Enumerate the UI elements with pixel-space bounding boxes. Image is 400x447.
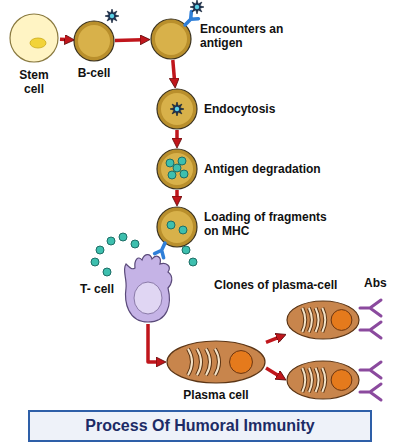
antibody: [360, 384, 381, 400]
antigen: [170, 102, 184, 116]
antigen-fragment: [96, 246, 104, 254]
antigen-fragment: [168, 171, 176, 179]
b-cell: B-cell: [73, 20, 115, 62]
antibody: [360, 362, 381, 378]
antigen-core: [195, 5, 199, 9]
nucleus: [30, 38, 46, 48]
antigen-fragment: [131, 240, 139, 248]
antigen-fragment: [182, 246, 190, 254]
antigen-fragment: [167, 221, 175, 229]
cell-shape: [156, 148, 198, 190]
b-cell: Encounters an antigen: [150, 18, 192, 60]
arrow-connector: [173, 60, 175, 80]
cell-membrane: [74, 21, 114, 61]
cell-shape: [166, 340, 266, 384]
er-outline: [188, 349, 219, 375]
cell-shape: [156, 206, 198, 248]
nucleus: [134, 282, 162, 314]
antibody: [360, 322, 381, 338]
antigen-fragment: [179, 226, 187, 234]
nucleus: [331, 310, 352, 331]
cell-body: [78, 25, 110, 57]
antigen-fragment: [189, 258, 197, 266]
b-cell-receptor: [181, 12, 198, 29]
antibody-label: Abs: [364, 276, 387, 290]
clone-plasma-cell: [287, 361, 359, 399]
cell-label: Plasma cell: [166, 388, 266, 402]
antigen-fragment: [107, 237, 115, 245]
title-bar: Process Of Humoral Immunity: [28, 410, 372, 442]
cell-body: [161, 93, 193, 125]
cell-membrane: [157, 89, 197, 129]
cell-shape: [8, 12, 60, 64]
antigen-fragment: [166, 159, 174, 167]
antigen-fragment: [178, 157, 186, 165]
er-membrane: [302, 368, 325, 392]
antigen-fragment: [103, 268, 111, 276]
plasma-cell: Plasma cell: [166, 340, 266, 384]
diagram-title: Process Of Humoral Immunity: [85, 417, 314, 435]
plasma-cell: Clones of plasma-cell: [286, 300, 360, 340]
arrow-connector: [175, 130, 179, 140]
cell-body: [287, 301, 359, 339]
t-cell: T- cell: [118, 252, 178, 324]
cell-shape: [156, 88, 198, 130]
cell-body: [161, 211, 193, 243]
receptor-arm: [181, 12, 198, 29]
antigen-fragment: [180, 170, 188, 178]
cell-body: [167, 341, 265, 383]
cell-label: T- cell: [60, 282, 114, 296]
nucleus: [331, 370, 352, 391]
cell-label: Loading of fragments on MHC: [204, 210, 344, 238]
cell-label: Clones of plasma-cell: [214, 278, 364, 292]
antigen-core: [175, 107, 179, 111]
antibody: [360, 300, 381, 316]
antigen-core: [110, 14, 114, 18]
cell-membrane: [157, 207, 197, 247]
cell-label: Antigen degradation: [204, 162, 384, 176]
arrow-connector: [115, 38, 142, 42]
arrow-connector: [60, 38, 67, 42]
antigen-fragment: [119, 233, 127, 241]
cell-shape: [118, 252, 178, 324]
arrow-connector: [175, 190, 179, 198]
cell-shape: [73, 20, 115, 62]
b-cell-receptor: [155, 241, 170, 258]
er-outline: [302, 368, 325, 392]
cell-shape: [286, 300, 360, 340]
cell-body: [124, 255, 171, 322]
decor-arrow: [266, 368, 279, 376]
antigen: [190, 0, 204, 14]
antigen-fragment: [173, 164, 181, 172]
b-cell: Antigen degradation: [156, 148, 198, 190]
stem-cell: Stem cell: [8, 12, 60, 64]
cell-label: Encounters an antigen: [200, 22, 300, 50]
cell-body: [155, 23, 187, 55]
cell-label: Stem cell: [14, 68, 54, 96]
cell-body: [287, 361, 359, 399]
nucleus: [230, 351, 253, 374]
er-membrane: [188, 349, 219, 375]
antigen: [105, 9, 119, 23]
b-cell: Endocytosis: [156, 88, 198, 130]
antigen-fragment: [91, 258, 99, 266]
er-membrane: [302, 308, 325, 332]
receptor-arm: [155, 241, 170, 258]
b-cell: Loading of fragments on MHC: [156, 206, 198, 248]
cell-body: [161, 153, 193, 185]
er-outline: [302, 308, 325, 332]
arrow-connector: [266, 337, 279, 342]
cell-body: [10, 14, 58, 62]
cell-label: Endocytosis: [204, 102, 324, 116]
cell-membrane: [157, 149, 197, 189]
cell-label: B-cell: [64, 66, 124, 80]
cell-shape: [150, 18, 192, 60]
arrow-connector: [148, 324, 158, 362]
